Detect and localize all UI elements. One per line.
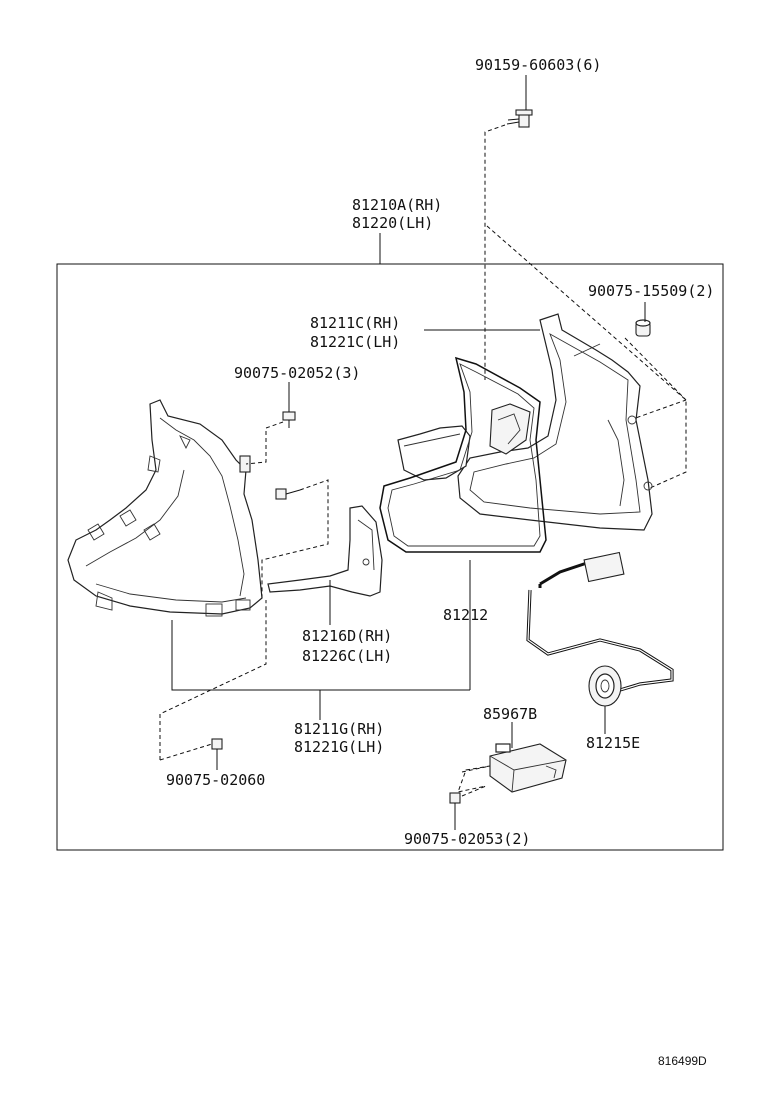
- dash-screw-bottom-left: [159, 600, 267, 760]
- figure-id: 816499D: [658, 1054, 707, 1068]
- label-screw-bottom-left: 90075-02060: [166, 771, 265, 789]
- label-lens-lh: 81221G(LH): [294, 738, 384, 756]
- computer-part: [489, 743, 567, 793]
- dash-screw-left-1: [245, 421, 284, 465]
- dash-housing-mid: [624, 337, 687, 401]
- label-assy-rh: 81210A(RH): [352, 196, 442, 214]
- dash-bolt-top: [484, 124, 506, 380]
- nut-right-part: [635, 319, 651, 337]
- gasket-part: [379, 356, 547, 553]
- label-screw-left: 90075-02052(3): [234, 364, 360, 382]
- dash-computer: [457, 765, 491, 793]
- dash-screw-left-2: [261, 479, 329, 600]
- socket-part: [526, 551, 674, 707]
- label-nut-right: 90075-15509(2): [588, 282, 714, 300]
- screw-left-part-2: [275, 488, 301, 500]
- dash-screw-bottom-left-2: [159, 743, 213, 761]
- dash-housing-low: [629, 399, 687, 421]
- bracket-part: [267, 505, 383, 597]
- label-bracket-rh: 81216D(RH): [302, 627, 392, 645]
- housing-right-part: [397, 313, 653, 531]
- label-lens-rh: 81211G(RH): [294, 720, 384, 738]
- lens-left-part: [67, 399, 263, 617]
- label-socket: 81215E: [586, 734, 640, 752]
- label-housing-rh: 81211C(RH): [310, 314, 400, 332]
- screw-left-part-1: [282, 411, 296, 428]
- dash-screw-bottom: [461, 785, 487, 797]
- label-bracket-lh: 81226C(LH): [302, 647, 392, 665]
- bolt-top-part: [506, 109, 533, 128]
- label-assy-lh: 81220(LH): [352, 214, 433, 232]
- leader-lens: [171, 620, 470, 691]
- label-gasket: 81212: [443, 606, 488, 624]
- label-bolt-top: 90159-60603(6): [475, 56, 601, 74]
- label-screw-bottom: 90075-02053(2): [404, 830, 530, 848]
- assembly-frame: [56, 263, 724, 851]
- label-computer: 85967B: [483, 705, 537, 723]
- label-housing-lh: 81221C(LH): [310, 333, 400, 351]
